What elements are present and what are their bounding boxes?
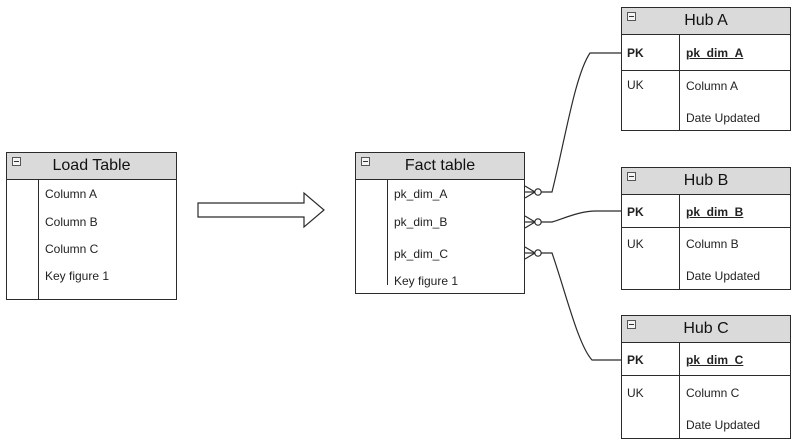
collapse-icon[interactable] xyxy=(627,172,636,181)
entity-header: Load Table xyxy=(7,153,176,180)
hub-b-entity[interactable]: Hub B PK pk_dim_B UK Column B Date Updat… xyxy=(621,167,791,290)
field-row: Date Updated xyxy=(686,418,761,432)
entity-header: Hub C xyxy=(622,316,790,343)
field-row: pk_dim_B xyxy=(394,215,448,229)
uk-field: Column B xyxy=(686,237,739,251)
collapse-icon[interactable] xyxy=(361,157,370,166)
uk-label: UK xyxy=(627,78,644,92)
collapse-icon[interactable] xyxy=(627,12,636,21)
entity-header: Hub B xyxy=(622,168,790,195)
field-row: Date Updated xyxy=(686,269,761,283)
relation-fact-hub-b xyxy=(524,210,622,229)
hub-a-entity[interactable]: Hub A PK pk_dim_A UK Column A Date Updat… xyxy=(621,7,791,131)
entity-header: Hub A xyxy=(622,8,790,35)
pk-divider xyxy=(622,375,790,376)
field-row: pk_dim_C xyxy=(394,247,449,261)
field-row: pk_dim_A xyxy=(394,187,448,201)
relation-fact-hub-c xyxy=(524,246,622,361)
pk-label: PK xyxy=(627,205,644,219)
field-row: Date Updated xyxy=(686,111,761,125)
key-column xyxy=(7,179,39,299)
transform-arrow xyxy=(197,191,325,229)
uk-field: Column C xyxy=(686,386,740,400)
key-column xyxy=(356,179,388,285)
pk-divider xyxy=(622,227,790,228)
pk-field: pk_dim_C xyxy=(686,353,744,367)
collapse-icon[interactable] xyxy=(12,157,21,166)
pk-label: PK xyxy=(627,46,644,60)
entity-title: Hub C xyxy=(683,320,729,337)
field-row: Column C xyxy=(45,242,99,256)
pk-label: PK xyxy=(627,353,644,367)
uk-field: Column A xyxy=(686,79,739,93)
load-table-entity[interactable]: Load Table Column A Column B Column C Ke… xyxy=(6,152,177,300)
key-column xyxy=(622,342,680,438)
uk-label: UK xyxy=(627,237,644,251)
hub-c-entity[interactable]: Hub C PK pk_dim_C UK Column C Date Updat… xyxy=(621,315,791,439)
uk-label: UK xyxy=(627,386,644,400)
entity-title: Load Table xyxy=(52,157,131,174)
key-column xyxy=(622,194,680,289)
relation-fact-hub-a xyxy=(524,52,622,199)
fact-table-entity[interactable]: Fact table pk_dim_A pk_dim_B pk_dim_C Ke… xyxy=(355,152,525,294)
key-column xyxy=(622,34,680,130)
pk-divider xyxy=(622,70,790,71)
field-row: Key figure 1 xyxy=(394,274,459,288)
field-row: Column A xyxy=(45,187,98,201)
entity-header: Fact table xyxy=(356,153,524,180)
field-row: Key figure 1 xyxy=(45,269,110,283)
entity-title: Fact table xyxy=(404,157,476,174)
entity-title: Hub B xyxy=(683,172,729,189)
collapse-icon[interactable] xyxy=(627,320,636,329)
field-row: Column B xyxy=(45,215,98,229)
pk-field: pk_dim_B xyxy=(686,205,744,219)
entity-title: Hub A xyxy=(684,12,728,29)
pk-field: pk_dim_A xyxy=(686,46,744,60)
